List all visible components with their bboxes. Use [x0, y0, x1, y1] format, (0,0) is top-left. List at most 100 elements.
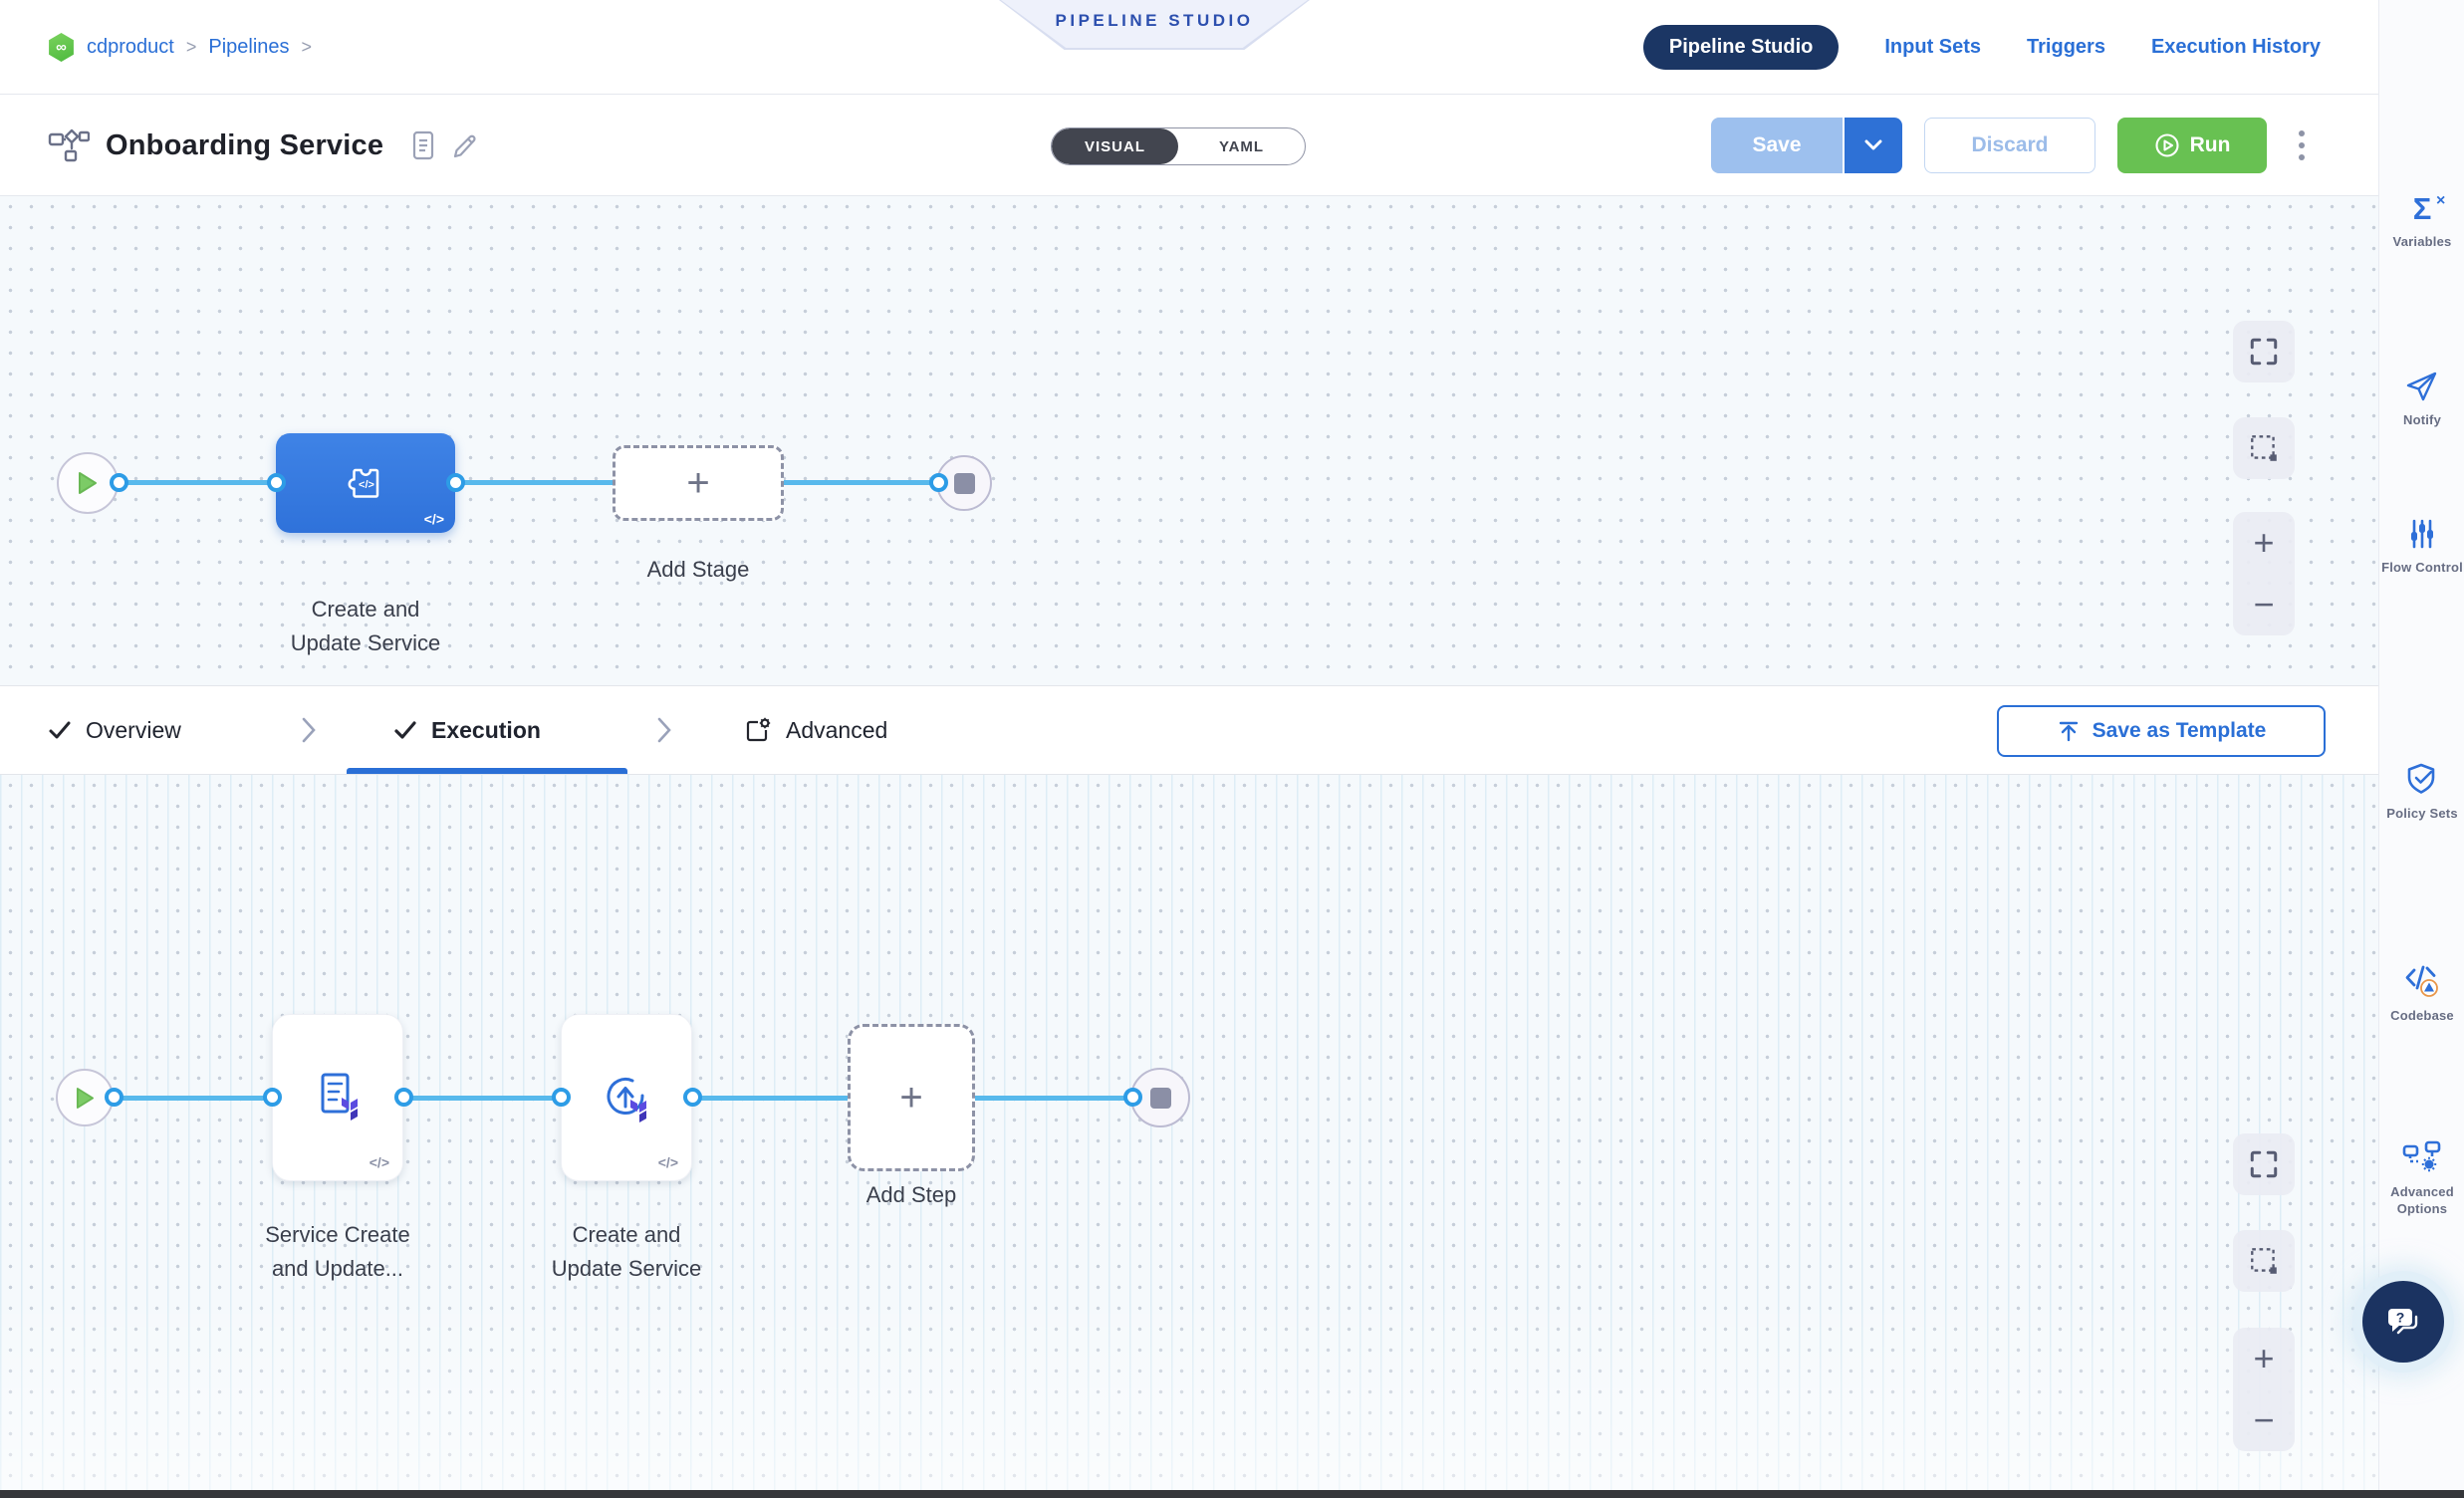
step1-label[interactable]: Service Create and Update... — [265, 1222, 410, 1281]
plus-icon: + — [899, 1076, 923, 1120]
tab-pipeline-studio[interactable]: Pipeline Studio — [1642, 25, 1840, 70]
connector-dot[interactable] — [446, 473, 465, 492]
step-node-create-update-service[interactable]: </> — [561, 1014, 692, 1181]
tab-execution-history[interactable]: Execution History — [2150, 36, 2321, 58]
sidebar-item-codebase[interactable]: Codebase — [2379, 964, 2464, 1024]
selection-box-icon — [2251, 435, 2277, 461]
connector-dot[interactable] — [394, 1088, 413, 1107]
add-step-node[interactable]: + — [848, 1024, 975, 1171]
flowchart-gear-icon — [2402, 1140, 2441, 1172]
check-icon — [49, 721, 71, 739]
pipeline-start-node[interactable] — [57, 452, 119, 514]
play-icon — [76, 1087, 94, 1109]
step-code-badge: </> — [657, 1154, 678, 1170]
stage-canvas[interactable]: </> </> + Create and Update Service Add … — [0, 196, 2378, 685]
main-area: ∞ cdproduct > Pipelines > PIPELINE STUDI… — [0, 0, 2378, 1498]
step-code-badge: </> — [369, 1154, 389, 1170]
toolbar-actions: Save Discard Run — [1711, 96, 2315, 195]
fullscreen-icon — [2250, 1150, 2278, 1178]
window-bottom-edge — [0, 1490, 2464, 1498]
pipeline-end-node[interactable] — [936, 455, 992, 511]
play-circle-icon — [2155, 133, 2179, 157]
tab-separator-chevron-icon — [301, 686, 317, 774]
breadcrumb-pipelines-link[interactable]: Pipelines — [208, 36, 290, 58]
sidebar-item-advanced-options[interactable]: Advanced Options — [2379, 1140, 2464, 1217]
breadcrumb: ∞ cdproduct > Pipelines > — [48, 0, 312, 95]
zoom-out-button[interactable]: − — [2253, 1399, 2275, 1440]
connector-dot[interactable] — [267, 473, 286, 492]
chat-question-icon: ? — [2388, 1309, 2418, 1335]
sidebar-item-flow-control[interactable]: Flow Control — [2379, 518, 2464, 576]
harness-cd-module-icon[interactable]: ∞ — [49, 33, 74, 62]
save-split-button: Save — [1711, 118, 1902, 173]
top-header: ∞ cdproduct > Pipelines > PIPELINE STUDI… — [0, 0, 2378, 95]
tab-overview[interactable]: Overview — [48, 686, 181, 774]
connector-dot[interactable] — [110, 473, 128, 492]
stop-icon — [953, 472, 975, 494]
studio-right-sidebar: Σ× Variables Notify Flow Control — [2378, 0, 2464, 1498]
connector-dot[interactable] — [929, 473, 948, 492]
pipeline-title-group: Onboarding Service — [48, 96, 479, 195]
step-node-service-create-update[interactable]: </> — [272, 1014, 403, 1181]
multi-select-button[interactable] — [2233, 1230, 2295, 1292]
stage-code-badge: </> — [423, 511, 444, 527]
toggle-yaml[interactable]: YAML — [1218, 137, 1265, 155]
advanced-settings-icon — [746, 717, 771, 742]
stage-flow-line — [88, 480, 964, 485]
connector-dot[interactable] — [105, 1088, 123, 1107]
sidebar-item-variables[interactable]: Σ× Variables — [2392, 191, 2452, 249]
zoom-controls: + − — [2233, 1328, 2295, 1451]
selection-box-icon — [2251, 1248, 2277, 1274]
discard-button[interactable]: Discard — [1924, 118, 2095, 173]
stop-icon — [1149, 1087, 1171, 1109]
zoom-controls: + − — [2233, 512, 2295, 635]
pipeline-notes-icon[interactable] — [411, 130, 435, 160]
toggle-visual[interactable]: VISUAL — [1052, 128, 1178, 164]
stage-node-create-update-service[interactable]: </> </> — [276, 433, 455, 533]
terraform-script-step-icon — [321, 1073, 358, 1121]
help-button[interactable]: ? — [2362, 1281, 2444, 1363]
connector-dot[interactable] — [1123, 1088, 1142, 1107]
upload-icon — [2059, 721, 2078, 742]
tab-advanced[interactable]: Advanced — [744, 686, 887, 774]
fullscreen-icon — [2250, 338, 2278, 366]
tab-execution[interactable]: Execution — [393, 686, 541, 774]
save-options-caret[interactable] — [1843, 118, 1902, 173]
connector-dot[interactable] — [552, 1088, 571, 1107]
breadcrumb-project-link[interactable]: cdproduct — [87, 36, 174, 58]
execution-start-node[interactable] — [56, 1069, 114, 1126]
top-nav: Pipeline Studio Input Sets Triggers Exec… — [1642, 0, 2321, 95]
add-stage-node[interactable]: + — [613, 445, 784, 521]
edit-pencil-icon[interactable] — [451, 130, 479, 160]
fullscreen-button[interactable] — [2233, 321, 2295, 382]
code-warning-icon — [2405, 965, 2438, 997]
save-as-template-button[interactable]: Save as Template — [1997, 705, 2326, 757]
run-button[interactable]: Run — [2117, 118, 2267, 173]
step2-label[interactable]: Create and Update Service — [551, 1222, 702, 1281]
connector-dot[interactable] — [263, 1088, 282, 1107]
add-step-label[interactable]: Add Step — [865, 1182, 957, 1207]
multi-select-button[interactable] — [2233, 417, 2295, 479]
tab-input-sets[interactable]: Input Sets — [1884, 36, 1982, 58]
sidebar-item-notify[interactable]: Notify — [2379, 371, 2464, 428]
stage-label[interactable]: Create and Update Service — [290, 597, 441, 655]
plus-icon: + — [686, 461, 710, 505]
zoom-in-button[interactable]: + — [2253, 1338, 2275, 1378]
page-title: Onboarding Service — [106, 128, 384, 161]
pipeline-flowchart-icon — [48, 127, 90, 163]
more-options-kebab-icon[interactable] — [2289, 125, 2315, 166]
zoom-in-button[interactable]: + — [2253, 522, 2275, 563]
tab-separator-chevron-icon — [656, 686, 672, 774]
fullscreen-button[interactable] — [2233, 1133, 2295, 1195]
add-stage-label[interactable]: Add Stage — [646, 557, 750, 582]
execution-step-canvas[interactable]: </> </> + — [0, 775, 2378, 1498]
tab-triggers[interactable]: Triggers — [2027, 36, 2105, 58]
svg-text:?: ? — [2396, 1310, 2405, 1326]
sidebar-item-policy-sets[interactable]: Policy Sets — [2379, 762, 2464, 822]
connector-dot[interactable] — [683, 1088, 702, 1107]
paper-plane-icon — [2406, 372, 2437, 401]
save-button[interactable]: Save — [1711, 118, 1843, 173]
pipeline-studio-badge: PIPELINE STUDIO — [999, 0, 1310, 50]
zoom-out-button[interactable]: − — [2253, 584, 2275, 624]
